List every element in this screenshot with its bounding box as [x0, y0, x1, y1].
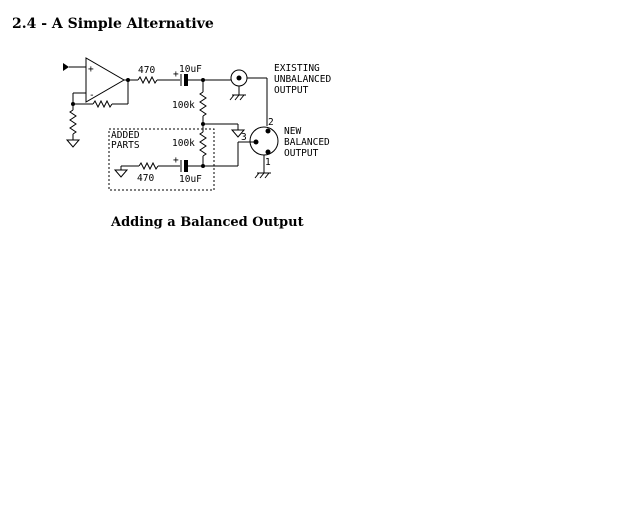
- c-added-polarity: +: [173, 155, 179, 166]
- r-shunt-added-label: 100k: [172, 138, 195, 149]
- c-series-added-label: 10uF: [179, 174, 202, 185]
- added-parts-line-2: PARTS: [111, 140, 140, 151]
- opamp-plus-label: +: [88, 64, 94, 75]
- opamp-minus-label: -: [89, 90, 95, 101]
- c-top-polarity: +: [173, 69, 179, 80]
- existing-output-line-2: UNBALANCED: [274, 74, 331, 85]
- new-output-line-2: BALANCED: [284, 137, 330, 148]
- section-title: 2.4 - A Simple Alternative: [12, 16, 214, 32]
- existing-output-line-3: OUTPUT: [274, 85, 309, 96]
- c-series-top-label: 10uF: [179, 64, 202, 75]
- figure-caption: Adding a Balanced Output: [111, 215, 304, 230]
- added-parts-box: ADDED PARTS: [108, 128, 215, 191]
- output-series-top: 470 + 10uF: [124, 64, 231, 86]
- xlr-pin3-label: 3: [241, 132, 247, 143]
- r-series-top-label: 470: [138, 65, 155, 76]
- new-output-line-3: OUTPUT: [284, 148, 319, 159]
- xlr-connector: 2 3 1 NEW BALANCED OUTPUT: [241, 117, 330, 179]
- r-shunt-top-label: 100k: [172, 100, 195, 111]
- existing-output-line-1: EXISTING: [274, 63, 320, 74]
- input-terminal: [63, 63, 86, 71]
- r-shunt-top: 100k: [172, 80, 246, 138]
- xlr-pin2-label: 2: [268, 117, 274, 128]
- added-parts-line-1: ADDED: [111, 130, 140, 141]
- feedback-network: [65, 80, 129, 148]
- added-series-network: 470 + 10uF: [113, 141, 254, 185]
- r-shunt-added: 100k: [172, 124, 207, 168]
- opamp: + -: [85, 57, 125, 103]
- r-series-added-label: 470: [137, 173, 154, 184]
- existing-output-jack: EXISTING UNBALANCED OUTPUT: [229, 63, 331, 101]
- new-output-line-1: NEW: [284, 126, 301, 137]
- xlr-pin1-label: 1: [265, 157, 271, 168]
